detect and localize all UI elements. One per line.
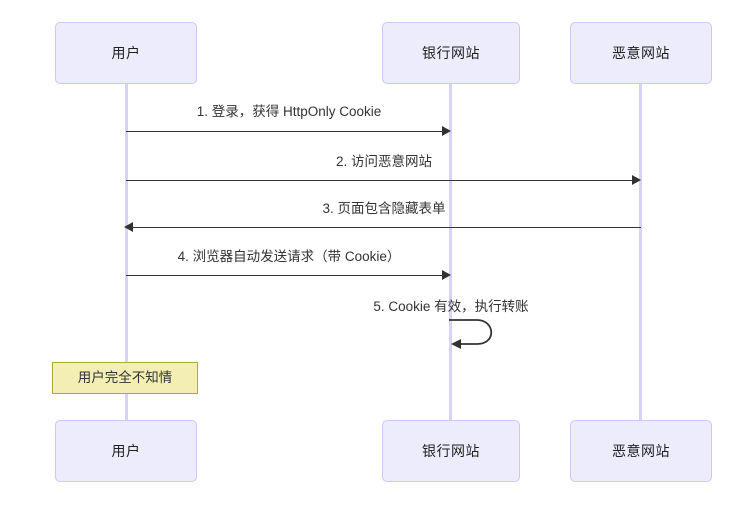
participant-evil-bottom-label: 恶意网站 (612, 443, 670, 459)
message-5-label: 5. Cookie 有效，执行转账 (373, 299, 529, 314)
participant-bank-top-label: 银行网站 (422, 45, 480, 61)
participant-user-bottom[interactable]: 用户 (55, 420, 197, 482)
participant-user-bottom-label: 用户 (111, 443, 141, 459)
lifeline-user (125, 84, 128, 421)
message-3-line (133, 227, 641, 228)
message-3-label: 3. 页面包含隐藏表单 (322, 201, 446, 216)
message-5-self-loop-icon (449, 319, 493, 349)
lifeline-bank (449, 84, 452, 421)
message-4-arrowhead-icon (442, 270, 451, 280)
participant-user-top[interactable]: 用户 (55, 22, 197, 84)
participant-user-top-label: 用户 (111, 45, 141, 61)
message-2-label: 2. 访问恶意网站 (335, 154, 433, 169)
message-1-arrowhead-icon (442, 126, 451, 136)
message-3-arrowhead-icon (124, 222, 133, 232)
participant-bank-bottom[interactable]: 银行网站 (382, 420, 520, 482)
message-2-arrowhead-icon (632, 175, 641, 185)
message-4-label: 4. 浏览器自动发送请求（带 Cookie） (177, 249, 401, 264)
message-4-line (126, 275, 443, 276)
message-1-line (126, 131, 443, 132)
participant-evil-bottom[interactable]: 恶意网站 (570, 420, 712, 482)
message-2-line (126, 180, 633, 181)
participant-bank-top[interactable]: 银行网站 (382, 22, 520, 84)
participant-bank-bottom-label: 银行网站 (422, 443, 480, 459)
participant-evil-top-label: 恶意网站 (612, 45, 670, 61)
participant-evil-top[interactable]: 恶意网站 (570, 22, 712, 84)
note-user-unaware-label: 用户完全不知情 (77, 370, 173, 386)
note-user-unaware: 用户完全不知情 (52, 362, 198, 394)
lifeline-evil (639, 84, 642, 421)
message-1-label: 1. 登录，获得 HttpOnly Cookie (196, 104, 382, 119)
